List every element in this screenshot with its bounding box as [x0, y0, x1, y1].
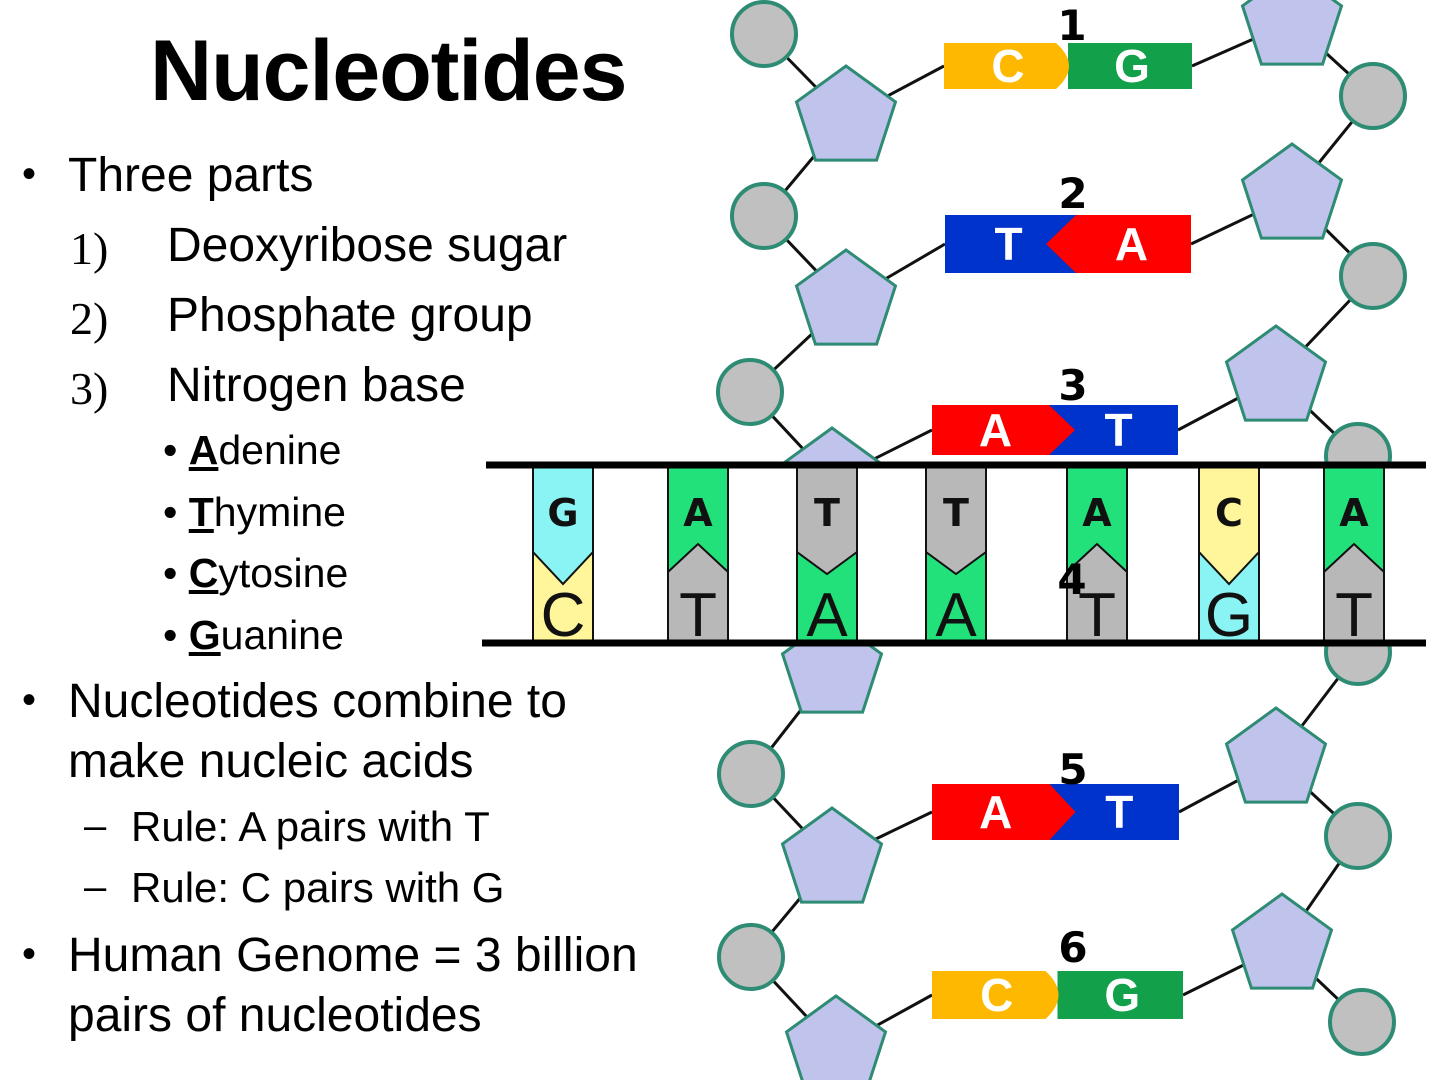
base-letter-right: T [1104, 404, 1132, 456]
base-letter-left: C [980, 969, 1013, 1021]
phosphate-circle [730, 0, 798, 68]
sugar-pentagon [1240, 142, 1344, 240]
base-letter-right: G [1104, 969, 1140, 1021]
sugar-pentagon [1230, 892, 1334, 990]
base-block-A [932, 405, 1075, 455]
dash: – [84, 804, 107, 848]
part-label-1: Deoxyribose sugar [167, 219, 568, 272]
sugar-pentagon [784, 994, 888, 1080]
base-rest: uanine [220, 612, 344, 658]
base-letter-right: G [1114, 40, 1150, 92]
base-initial: G [188, 612, 221, 658]
base-letter-right: A [1115, 218, 1148, 270]
base-item-guanine: • Guanine [163, 612, 344, 658]
base-block-G [1068, 43, 1192, 89]
rule-2: Rule: C pairs with G [131, 864, 505, 911]
part-number-3: 3) [70, 363, 109, 414]
base-rest: denine [218, 427, 342, 473]
strand-bottom-letter: A [935, 581, 977, 650]
dna-helix: CG1TA2AT34AT5CG6 [716, 0, 1407, 1080]
part-label-3: Nitrogen base [167, 359, 466, 412]
bullet-dot: • [22, 152, 37, 196]
page-title: Nucleotides [150, 23, 627, 119]
bullet-three-parts: Three parts [68, 149, 314, 202]
pair-number: 1 [1057, 1, 1086, 50]
phosphate-circle [730, 182, 798, 250]
bullet-genome-line1: Human Genome = 3 billion [68, 929, 638, 982]
strand-top-letter: A [1082, 491, 1112, 535]
phosphate-circle [1324, 802, 1392, 870]
base-letter-left: A [979, 786, 1012, 838]
sugar-pentagon [1224, 706, 1328, 804]
phosphate-circle [717, 740, 785, 808]
base-block-A [1046, 215, 1191, 273]
sugar-pentagon [780, 806, 884, 904]
bullet-dot: • [22, 932, 37, 976]
base-block-C [944, 43, 1069, 89]
strand-bottom-letter: A [806, 581, 848, 650]
rule-1: Rule: A pairs with T [131, 803, 490, 850]
pair-number: 2 [1058, 169, 1087, 218]
base-initial: A [188, 427, 219, 473]
base-initial: C [188, 550, 219, 596]
phosphate-circle [1339, 242, 1407, 310]
base-initial: T [188, 489, 214, 535]
phosphate-circle [1339, 62, 1407, 130]
pair-number: 3 [1058, 361, 1087, 410]
pair-number: 6 [1058, 923, 1087, 972]
strand-top-letter: A [683, 491, 713, 535]
base-letter-left: A [979, 404, 1012, 456]
part-number-2: 2) [70, 293, 109, 344]
pair-number: 4 [1057, 555, 1086, 604]
strand-top-letter: T [943, 491, 969, 535]
phosphate-circle [717, 923, 785, 991]
base-block-A [932, 784, 1076, 840]
phosphate-circle [1328, 988, 1396, 1056]
strand-top-letter: C [1215, 491, 1243, 535]
phosphate-circle [716, 358, 784, 426]
strand-bottom-letter: G [1205, 581, 1253, 650]
strand-top-letter: A [1339, 491, 1369, 535]
base-block-G [1057, 971, 1183, 1019]
sugar-pentagon [1240, 0, 1344, 66]
strand-bottom-letter: T [679, 581, 717, 650]
part-label-2: Phosphate group [167, 289, 533, 342]
base-item-thymine: • Thymine [163, 489, 346, 535]
sugar-pentagon [794, 64, 898, 162]
bullet-dot: • [22, 678, 37, 722]
strand-top-letter: T [814, 491, 840, 535]
strand-bottom-letter: T [1078, 581, 1116, 650]
base-letter-right: T [1105, 786, 1133, 838]
strand-bottom-letter: T [1335, 581, 1373, 650]
base-block-C [932, 971, 1059, 1019]
dash: – [84, 865, 107, 909]
base-rest: ytosine [218, 550, 349, 596]
base-letter-left: T [994, 218, 1022, 270]
part-number-1: 1) [70, 223, 109, 274]
bullet-combine-line1: Nucleotides combine to [68, 675, 567, 728]
sugar-pentagon [1224, 324, 1328, 422]
base-rest: hymine [213, 489, 346, 535]
bullet-genome-line2: pairs of nucleotides [68, 989, 482, 1042]
strand-top-letter: G [547, 491, 578, 535]
base-item-adenine: • Adenine [163, 427, 342, 473]
pair-number: 5 [1058, 745, 1087, 794]
base-letter-left: C [991, 40, 1024, 92]
strand-bottom-letter: C [541, 581, 586, 650]
bullet-combine-line2: make nucleic acids [68, 735, 474, 788]
base-item-cytosine: • Cytosine [163, 550, 349, 596]
sugar-pentagon [794, 248, 898, 346]
